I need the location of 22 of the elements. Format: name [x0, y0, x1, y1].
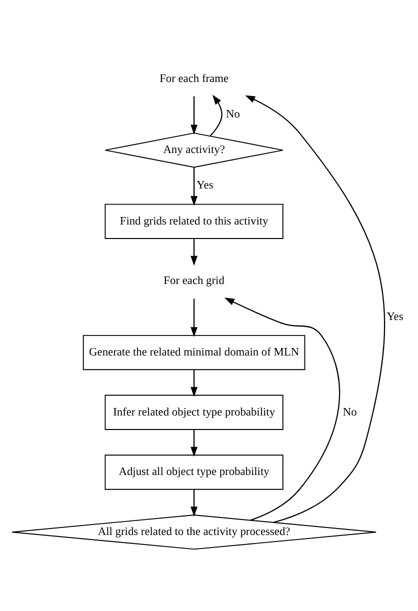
- node-text: For each frame: [160, 72, 229, 85]
- edge-label: No: [342, 406, 357, 418]
- arrow: [190, 168, 198, 206]
- arrow: [190, 490, 198, 517]
- node-diamond: All grids related to the activity processed?: [12, 514, 377, 550]
- arrow: [190, 238, 198, 266]
- edge-label: No: [226, 108, 240, 120]
- node-text: For each grid: [164, 275, 224, 288]
- node-box: Adjust all object type probability: [104, 454, 284, 490]
- arrow: [190, 430, 198, 457]
- edge-label: Yes: [196, 180, 214, 192]
- node-box: Infer related object type probability: [104, 394, 284, 430]
- node-box: Find grids related to this activity: [104, 204, 284, 239]
- node-box: Generate the related minimal domain of MLN: [82, 334, 306, 370]
- arrow: [190, 298, 198, 337]
- arrow: [210, 94, 222, 136]
- arrow: [190, 96, 198, 135]
- edge-label: Yes: [386, 310, 404, 323]
- arrow: [190, 370, 198, 397]
- arrow: [245, 95, 386, 523]
- node-diamond: Any activity?: [104, 132, 284, 168]
- arrow: [224, 298, 340, 521]
